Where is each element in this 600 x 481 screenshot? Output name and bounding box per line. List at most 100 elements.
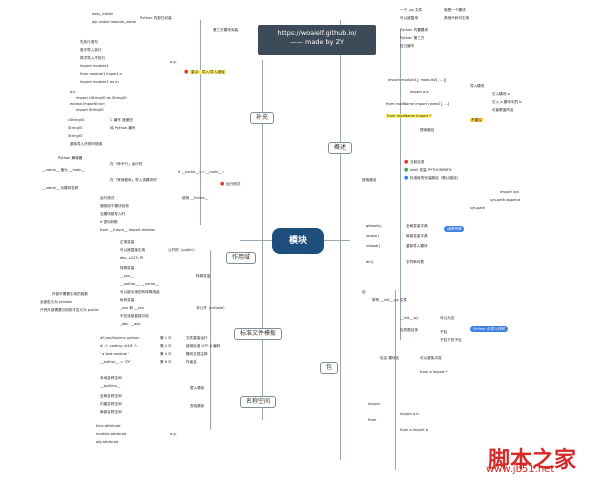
module-line: 一个 .py 文件 <box>400 8 423 12</box>
scope-note: 全部定义为 private <box>40 300 72 304</box>
main-line: __name__ 值为 __main__ <box>42 168 86 172</box>
rt-import-tag: 引入模块 a <box>492 92 510 96</box>
scope-private: 私有变量 <box>120 298 135 302</box>
branch-mokuai-muban: 标准文件模板 <box>234 328 283 340</box>
template-note: 第 6 行 <box>160 360 172 364</box>
future-label: 使用 __future__ <box>182 196 209 200</box>
main-line: 在「其他程序」导入该模块时 <box>110 178 157 182</box>
pkg-note: from a import * <box>420 370 448 374</box>
ns-line: module.attribute <box>96 432 127 436</box>
scope-tag: 非公开（private） <box>196 306 227 310</box>
flag-icon: ● <box>184 69 189 75</box>
pkg-note: 包名.模块名 <box>380 356 400 360</box>
cstringio-item: cStringIO <box>68 118 85 122</box>
ns-line: 内建名称空间 <box>100 402 122 406</box>
scope-special: __author__, __name__ <box>120 282 159 286</box>
pkg-item: 带有 __init__.py 文件 <box>372 298 408 302</box>
pkg-line: 自己编写 <box>400 44 415 48</box>
ns-line: 局部名称空间 <box>100 410 122 414</box>
author-banner: https://woaielf.github.io/ —— made by ZY <box>258 25 376 55</box>
pkg-import: import <box>368 402 380 406</box>
import-line: import cStringIO as StringIO <box>76 96 127 100</box>
connector <box>395 290 396 470</box>
test-line: 通常用于模块自测 <box>100 204 129 208</box>
import-line: import StringIO <box>76 108 104 112</box>
cstringio-item: StringIO <box>68 126 83 130</box>
reload-fn: globals() <box>366 224 382 228</box>
rt-import-line: from modName import name1[, ...] <box>386 102 450 106</box>
template-line: ' a test module ' <box>100 352 130 356</box>
test-line: 当模块被导入时 <box>100 212 126 216</box>
import-line: 先执行语句 <box>80 40 98 44</box>
pkg-import-pill: Python 包导入机制 <box>470 326 508 332</box>
scope-public: 正常变量 <box>120 240 135 244</box>
rt-import-tag: 不建议 <box>470 118 483 122</box>
main-line: Python 解释器 <box>58 156 83 160</box>
ns-line: 本地名称空间 <box>100 376 122 380</box>
template-line: # -*- coding: utf-8 -*- <box>100 344 138 348</box>
reload-fn: locals() <box>366 234 380 238</box>
ns-tag: e.g. <box>170 432 177 436</box>
scope-special: 特殊变量 <box>120 266 135 270</box>
pkg-item: 包的根目录 <box>400 328 418 332</box>
rt-import-tag: 引入 a 模块中的 b <box>492 100 522 104</box>
pkg-import: from a import b <box>400 428 429 432</box>
template-note: 第 2 行 <box>160 344 172 348</box>
scope-special: 可以被引用但有特殊用途 <box>120 290 160 294</box>
connector <box>262 60 263 420</box>
function-list-pill: 函数列表 <box>444 226 465 232</box>
cstringio-note: 避免导入失败时使用 <box>70 142 103 146</box>
import-line: try: <box>70 90 76 94</box>
import-line: from module1 import a <box>80 72 122 76</box>
cstringio-note: C 编写 速度快 <box>110 118 133 122</box>
scope-tag: 特殊变量 <box>196 274 211 278</box>
cstringio-note: 纯 Python 编写 <box>110 126 136 130</box>
banner-author: —— made by ZY <box>289 38 345 46</box>
sys-line: import sys <box>500 190 519 194</box>
install-pip: pip install module_name <box>92 20 137 24</box>
branch-bao: 包 <box>320 362 339 374</box>
scope-private: _abc, __abc <box>120 322 141 326</box>
scope-special: __xxx__ <box>120 274 134 278</box>
connector <box>400 30 401 340</box>
connector <box>200 20 201 225</box>
install-group: 第三方模块安装 <box>213 28 239 32</box>
scope-note: 外部不需要引用的函数 <box>52 292 88 296</box>
watermark-url: www.jb51.net <box>486 464 555 475</box>
import-line: except ImportError: <box>70 102 106 106</box>
rt-import-tag: 可能覆盖同名 <box>492 108 514 112</box>
search-tag: 搜索路径 <box>362 178 377 182</box>
install-tag: Python 内部已封装 <box>140 16 172 20</box>
pkg-item: 包 <box>362 290 366 294</box>
main-line: __name__ 为模块名称 <box>42 186 79 190</box>
cstringio-item: StringIO <box>68 134 83 138</box>
rt-import-line: from modName import * <box>386 114 433 118</box>
future-code: from __future__ import division <box>100 228 156 232</box>
banner-url: https://woaielf.github.io/ <box>277 29 357 37</box>
pkg-note: 可以避免冲突 <box>420 356 442 360</box>
import-tag-main: 重点：导入/导入错误 <box>190 70 226 74</box>
sys-line: sys.path <box>470 206 486 210</box>
scope-private: _xxx 和 __xxx <box>120 306 145 310</box>
test-line: 运行测试 <box>100 196 115 200</box>
module-line: 其他代码可引用 <box>444 16 470 20</box>
number-icon: ● <box>404 159 409 165</box>
reload-desc: 全局变量字典 <box>406 224 428 228</box>
scope-public: 可以被直接引用 <box>120 248 146 252</box>
template-line: __author__ = 'ZY' <box>100 360 131 364</box>
search-item: shell 变量 PYTHONPATH <box>410 168 452 172</box>
connector <box>210 250 211 430</box>
branch-mingming: 名称空间 <box>240 396 277 408</box>
reload-fn: reload() <box>366 244 381 248</box>
template-desc: 文件直接运行 <box>186 336 208 340</box>
import-line: 首次导入执行 <box>80 48 102 52</box>
pkg-import: from <box>368 418 377 422</box>
template-line: #!/usr/bin/env python <box>100 336 140 340</box>
template-note: 第 1 行 <box>160 336 172 340</box>
number-icon: ● <box>404 175 409 181</box>
search-item: 当前目录 <box>410 160 425 164</box>
pkg-item: 可以为空 <box>440 316 455 320</box>
branch-zuoyongyu: 作用域 <box>226 252 257 264</box>
pkg-item: __init__.py <box>400 316 419 320</box>
reload-desc: 字符串列表 <box>406 260 424 264</box>
